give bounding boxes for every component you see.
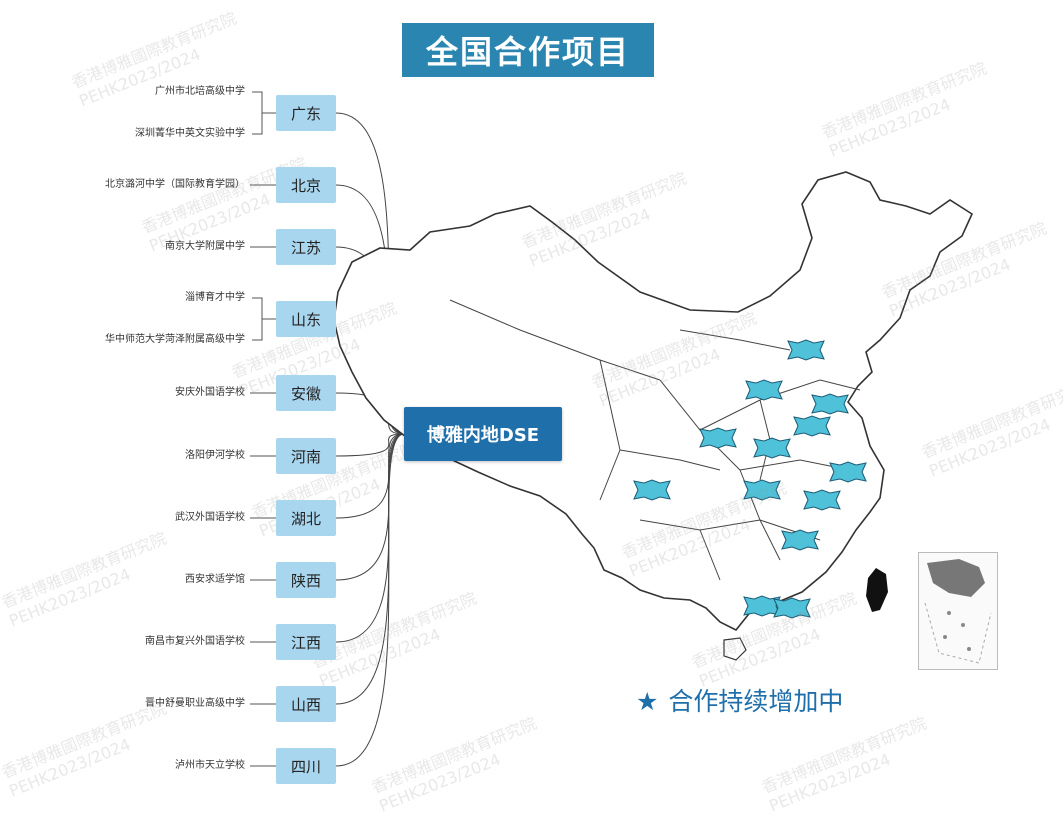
connector-line	[335, 433, 405, 767]
school-label: 南京大学附属中学	[165, 241, 245, 252]
footer-text: 合作持续增加中	[668, 687, 844, 716]
partner-marker-icon	[753, 437, 791, 459]
south-china-sea-inset	[918, 552, 998, 670]
school-label: 北京潞河中学（国际教育学园）	[105, 179, 245, 190]
partner-marker-icon	[633, 479, 671, 501]
school-label: 泸州市天立学校	[175, 760, 245, 771]
province-node: 北京	[276, 167, 336, 203]
star-icon: ★	[636, 687, 659, 716]
partner-marker-icon	[811, 393, 849, 415]
province-node: 山东	[276, 301, 336, 337]
hub-node: 博雅内地DSE	[404, 407, 562, 461]
school-label: 华中师范大学菏泽附属高级中学	[105, 334, 245, 345]
partner-marker-icon	[793, 415, 831, 437]
province-node: 广东	[276, 95, 336, 131]
inset-map-icon	[924, 559, 992, 664]
school-label: 武汉外国语学校	[175, 512, 245, 523]
school-brackets	[250, 91, 276, 767]
partner-marker-icon	[745, 379, 783, 401]
province-node: 四川	[276, 748, 336, 784]
partner-marker-icon	[699, 427, 737, 449]
china-map	[333, 171, 974, 661]
province-node: 江西	[276, 624, 336, 660]
school-label: 南昌市复兴外国语学校	[145, 636, 245, 647]
school-bracket	[252, 297, 276, 341]
province-node: 江苏	[276, 229, 336, 265]
partner-marker-icon	[781, 529, 819, 551]
school-label: 广州市北培高级中学	[155, 86, 245, 97]
province-node: 湖北	[276, 500, 336, 536]
connector-line	[335, 433, 405, 457]
china-map-outline	[333, 171, 974, 632]
hainan-island	[723, 637, 747, 661]
school-label: 洛阳伊河学校	[185, 450, 245, 461]
province-node: 陕西	[276, 562, 336, 598]
province-node: 安徽	[276, 375, 336, 411]
partner-marker-icon	[803, 489, 841, 511]
school-label: 淄博育才中学	[185, 292, 245, 303]
province-node: 山西	[276, 686, 336, 722]
page-title: 全国合作项目	[402, 23, 654, 77]
partner-markers	[633, 339, 867, 619]
taiwan-island	[866, 568, 888, 612]
school-label: 西安求适学馆	[185, 574, 245, 585]
school-label: 晋中舒曼职业高级中学	[145, 698, 245, 709]
school-label: 深圳菁华中英文实验中学	[135, 128, 245, 139]
partner-marker-icon	[787, 339, 825, 361]
school-label: 安庆外国语学校	[175, 387, 245, 398]
footer-note: ★ 合作持续增加中	[636, 682, 843, 718]
partner-marker-icon	[743, 479, 781, 501]
province-node: 河南	[276, 438, 336, 474]
school-bracket	[252, 91, 276, 135]
partner-marker-icon	[773, 597, 811, 619]
partner-marker-icon	[829, 461, 867, 483]
